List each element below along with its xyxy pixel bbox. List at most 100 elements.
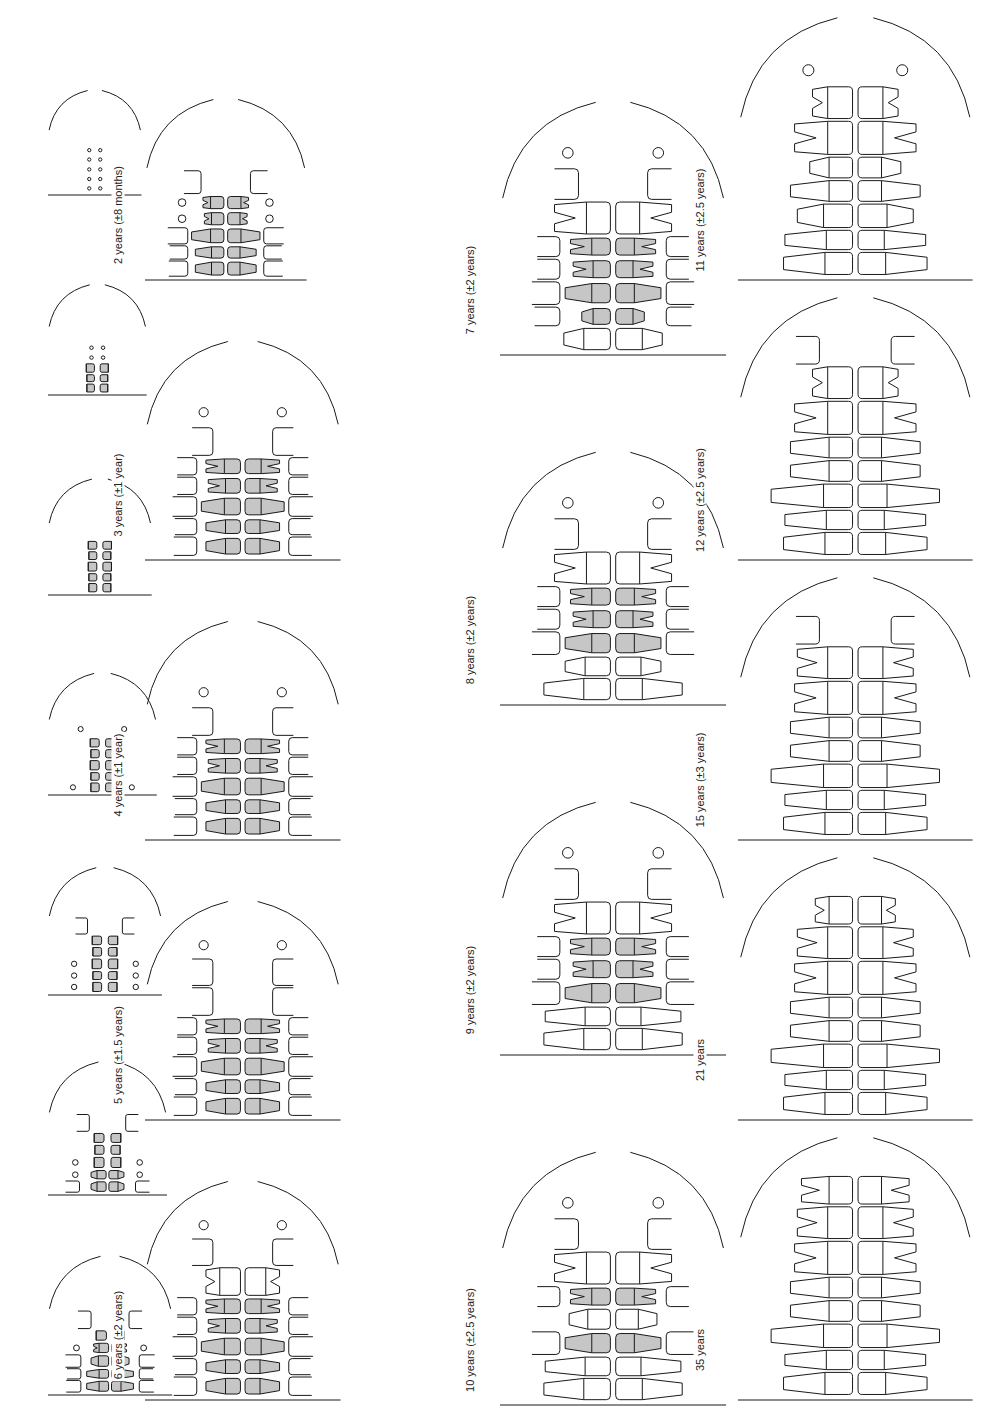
permanent-tooth — [797, 927, 852, 959]
primary-tooth — [195, 247, 224, 258]
jaw-line — [238, 99, 305, 167]
permanent-tooth — [648, 519, 672, 550]
midline — [48, 794, 157, 795]
permanent-tooth — [616, 657, 661, 676]
permanent-tooth — [289, 1079, 311, 1095]
permanent-tooth — [858, 896, 895, 924]
permanent-tooth — [66, 1355, 81, 1367]
jaw-line — [114, 868, 161, 916]
permanent-tooth — [175, 1359, 197, 1375]
midline — [48, 1394, 172, 1395]
permanent-tooth — [170, 246, 188, 259]
permanent-tooth — [174, 1097, 197, 1115]
tooth-bud — [78, 727, 83, 732]
primary-tooth — [616, 238, 656, 255]
primary-tooth — [245, 1338, 284, 1355]
jaw-line — [503, 802, 596, 898]
primary-tooth — [103, 574, 111, 581]
permanent-tooth — [289, 1377, 312, 1395]
permanent-tooth — [790, 181, 852, 202]
tooth-bud — [133, 961, 138, 966]
age-label: 8 years (±2 years) — [464, 594, 477, 687]
permanent-tooth — [289, 537, 312, 555]
tooth-bud — [199, 408, 208, 417]
primary-tooth — [206, 1098, 241, 1114]
tooth-bud — [99, 158, 102, 161]
tooth-bud — [653, 148, 664, 159]
primary-tooth — [201, 778, 240, 795]
primary-tooth — [91, 783, 99, 792]
permanent-tooth — [555, 202, 611, 234]
primary-tooth — [616, 938, 656, 955]
jaw-line — [49, 1256, 100, 1309]
permanent-tooth — [264, 246, 282, 259]
age-label: 6 years (±2 years) — [112, 1289, 125, 1382]
tooth-bud — [137, 1172, 143, 1178]
primary-tooth — [88, 562, 97, 571]
permanent-tooth — [858, 121, 916, 154]
permanent-tooth — [177, 1037, 197, 1054]
permanent-tooth — [537, 959, 560, 979]
permanent-tooth — [564, 328, 611, 349]
permanent-tooth — [264, 261, 283, 276]
permanent-tooth — [858, 401, 916, 434]
permanent-tooth — [192, 1239, 213, 1265]
permanent-tooth — [555, 1219, 579, 1250]
permanent-tooth — [858, 252, 927, 274]
jaw-line — [49, 1062, 98, 1112]
primary-tooth — [208, 1318, 240, 1333]
midline — [738, 559, 973, 560]
primary-tooth — [245, 818, 279, 834]
dentition-chart — [48, 673, 157, 795]
tooth-bud — [99, 168, 102, 171]
permanent-tooth — [544, 678, 611, 699]
dentition-chart — [500, 102, 726, 355]
permanent-tooth — [666, 959, 689, 979]
primary-tooth — [108, 982, 117, 991]
permanent-tooth — [273, 1239, 294, 1265]
primary-tooth — [245, 1299, 279, 1314]
permanent-tooth — [168, 228, 188, 244]
dentition-chart — [500, 1152, 726, 1405]
permanent-tooth — [245, 1268, 279, 1296]
primary-tooth — [96, 1331, 106, 1340]
permanent-tooth — [785, 510, 853, 529]
permanent-tooth — [545, 1357, 610, 1376]
midline — [500, 704, 726, 705]
primary-tooth — [245, 520, 279, 534]
primary-tooth — [103, 541, 112, 549]
permanent-tooth — [858, 647, 913, 679]
age-label: 7 years (±2 years) — [464, 244, 477, 337]
permanent-tooth — [555, 169, 579, 200]
primary-tooth — [89, 574, 97, 581]
dentition-chart — [738, 1138, 973, 1400]
dentition-chart — [738, 578, 973, 840]
permanent-tooth — [790, 741, 852, 762]
permanent-tooth — [771, 1044, 852, 1067]
permanent-tooth — [666, 937, 689, 957]
age-label: 12 years (±2.5 years) — [694, 446, 707, 554]
primary-tooth — [103, 562, 112, 571]
permanent-tooth — [126, 1115, 139, 1132]
primary-tooth — [91, 1182, 106, 1192]
primary-tooth — [93, 972, 102, 980]
jaw-line — [258, 902, 338, 985]
permanent-tooth — [532, 982, 560, 1005]
primary-tooth — [206, 538, 241, 554]
permanent-tooth — [858, 204, 913, 227]
permanent-tooth — [790, 997, 852, 1018]
tooth-bud — [199, 688, 208, 697]
permanent-tooth — [273, 988, 294, 1016]
permanent-tooth — [175, 519, 197, 535]
permanent-tooth — [136, 1181, 150, 1192]
tooth-bud — [70, 785, 75, 790]
primary-tooth — [206, 459, 241, 474]
permanent-tooth — [784, 1092, 853, 1114]
permanent-tooth — [192, 959, 213, 985]
primary-tooth — [616, 611, 653, 628]
permanent-tooth — [537, 1287, 560, 1307]
permanent-tooth — [858, 1176, 909, 1204]
primary-tooth — [103, 552, 111, 560]
jaw-line — [147, 1182, 228, 1265]
